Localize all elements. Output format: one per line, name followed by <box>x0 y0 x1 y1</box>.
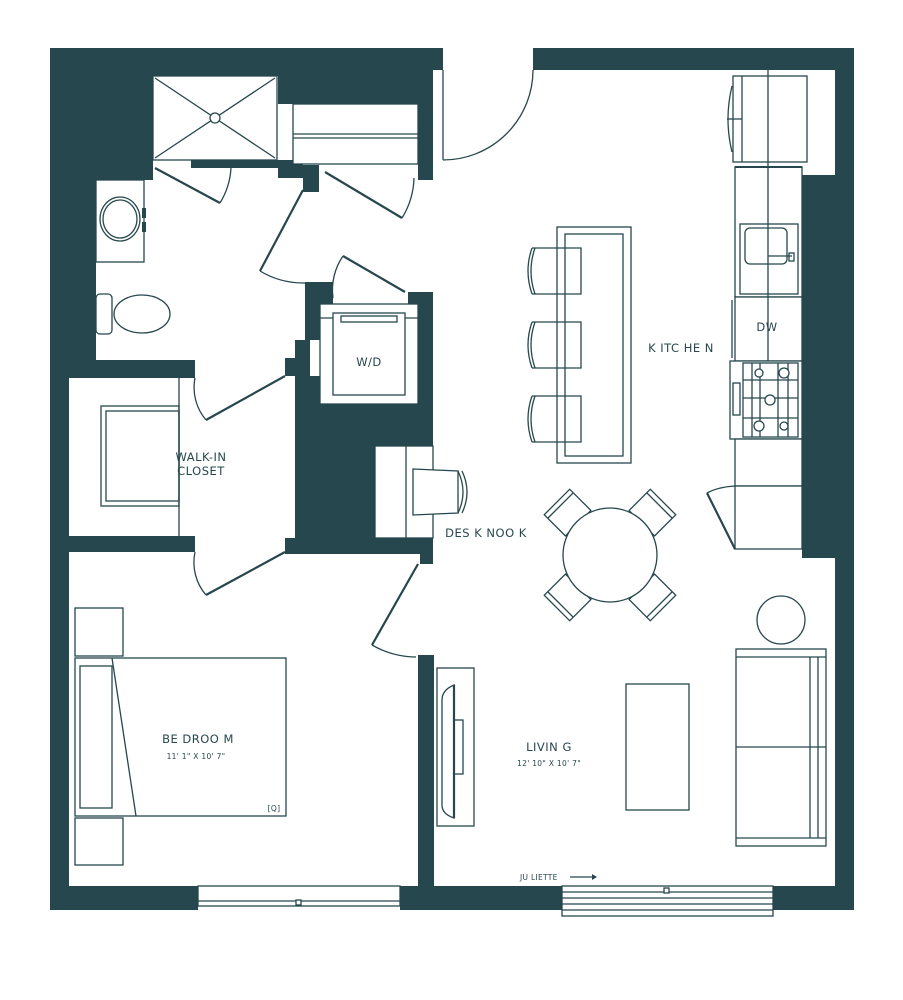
kitchen-island <box>556 226 632 464</box>
dining-table <box>562 507 658 603</box>
counter-lower <box>734 438 803 487</box>
bedroom: BE DROO M 11' 1" X 10' 7" [Q] <box>74 607 401 907</box>
washer-dryer: W/D <box>319 303 419 405</box>
dishwasher-label: DW <box>756 320 777 334</box>
living-dimensions: 12' 10" X 10' 7" <box>517 759 581 768</box>
nightstand-top <box>74 607 124 657</box>
living-room: LIVIN G 12' 10" X 10' 7" JU LIETTE <box>436 595 827 917</box>
bathroom <box>95 75 419 335</box>
doors <box>154 69 534 658</box>
bed-size-label: [Q] <box>268 804 281 813</box>
coffee-table <box>625 683 690 811</box>
walk-in-closet: WALK-IN CLOSET <box>100 378 227 536</box>
kitchen: DW <box>527 70 808 550</box>
shower-drain <box>209 112 221 124</box>
dining-set <box>543 488 677 622</box>
wd-label: W/D <box>356 355 382 369</box>
side-table <box>756 595 806 645</box>
kitchen-sink <box>744 227 788 265</box>
closet-label-line1: WALK-IN <box>176 450 227 464</box>
toilet-bowl <box>113 294 171 334</box>
desk-nook-label: DES K NOO K <box>445 526 527 540</box>
arrow-right-icon <box>592 874 597 880</box>
living-label: LIVIN G <box>526 740 572 754</box>
sink-cabinet <box>739 223 799 295</box>
closet-label-line2: CLOSET <box>177 464 225 478</box>
pillow <box>79 665 113 809</box>
desk-chair <box>412 468 459 516</box>
bedroom-dimensions: 11' 1" X 10' 7" <box>167 752 226 761</box>
walls <box>50 48 854 910</box>
desk-nook: DES K NOO K <box>374 445 527 540</box>
nightstand-bottom <box>74 817 124 866</box>
bed <box>74 657 287 817</box>
vanity <box>95 179 145 263</box>
bar-stools <box>527 247 582 443</box>
toilet-tank <box>95 293 113 335</box>
refrigerator <box>732 75 808 163</box>
pantry <box>734 485 803 550</box>
bedroom-label: BE DROO M <box>162 732 234 746</box>
juliette-label: JU LIETTE <box>519 873 558 882</box>
kitchen-label: K ITC HE N <box>648 341 714 355</box>
